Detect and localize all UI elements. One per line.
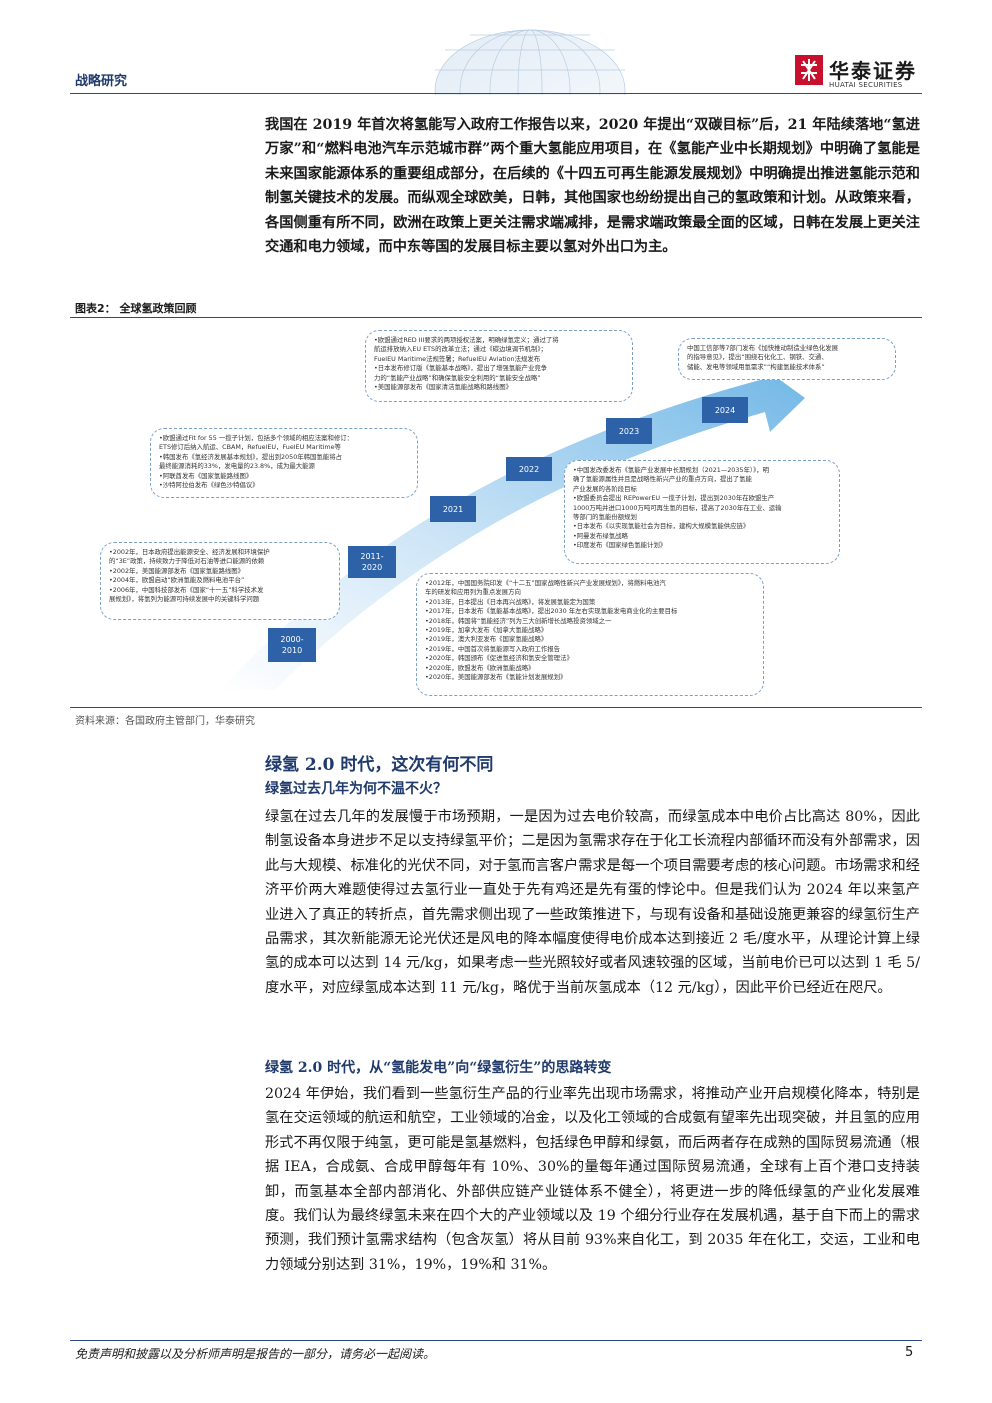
section-paragraph-2: 2024 年伊始，我们看到一些氢衍生产品的行业率先出现市场需求，将推动产业开启规… bbox=[265, 1086, 920, 1273]
timeline-arrow-icon bbox=[220, 358, 805, 690]
footer-divider bbox=[70, 1340, 922, 1341]
timeline-node-2000-2010: 2000-2010 bbox=[268, 628, 316, 662]
note-2000-2010: •2002年，日本政府提出能源安全、经济发展和环境保护 的“3E”政策，持续致力… bbox=[100, 542, 340, 620]
note-2022: •中国发改委发布《氢能产业发展中长期规划（2021—2035年）》，明 确了氢能… bbox=[564, 460, 840, 564]
figure-top-divider bbox=[70, 317, 922, 318]
footer-disclaimer: 免责声明和披露以及分析师声明是报告的一部分，请务必一起阅读。 bbox=[75, 1347, 436, 1361]
note-2021: •欧盟通过Fit for 55 一揽子计划，包括多个领域的相应法案和修订： ET… bbox=[150, 428, 418, 498]
timeline-node-2011-2020: 2011-2020 bbox=[348, 546, 396, 578]
figure-source: 资料来源：各国政府主管部门，华泰研究 bbox=[75, 716, 255, 727]
timeline-node-2021: 2021 bbox=[430, 496, 476, 522]
header-divider bbox=[70, 93, 922, 94]
timeline-node-2024: 2024 bbox=[702, 397, 748, 423]
note-2024: 中国工信部等7部门发布《加快推动制造业绿色化发展 的指导意见》，提出“围绕石化化… bbox=[678, 338, 896, 380]
huatai-logo: 华泰证券 HUATAI SECURITIES bbox=[795, 55, 925, 91]
logo-mark-icon bbox=[795, 55, 823, 85]
globe-graphic-icon bbox=[434, 29, 626, 95]
note-2011-2020: •2012年，中国国务院印发《“十二五”国家战略性新兴产业发展规划》，将燃料电池… bbox=[416, 573, 764, 696]
subsection-title-2: 绿氢 2.0 时代，从“氢能发电”向“绿氢衍生”的思路转变 bbox=[265, 1060, 612, 1076]
section-title: 绿氢 2.0 时代，这次有何不同 bbox=[265, 755, 494, 775]
section-paragraph-1: 绿氢在过去几年的发展慢于市场预期，一是因为过去电价较高，而绿氢成本中电价占比高达… bbox=[265, 809, 920, 996]
intro-paragraph: 我国在 2019 年首次将氢能写入政府工作报告以来，2020 年提出“双碳目标”… bbox=[265, 117, 920, 256]
timeline-node-2022: 2022 bbox=[506, 457, 552, 481]
subsection-title-1: 绿氢过去几年为何不温不火？ bbox=[265, 781, 447, 797]
figure-title: 图表2： 全球氢政策回顾 bbox=[75, 302, 197, 315]
report-category: 战略研究 bbox=[75, 74, 128, 89]
page-number: 5 bbox=[905, 1345, 914, 1360]
figure-bottom-divider bbox=[70, 707, 922, 708]
timeline-node-2023: 2023 bbox=[606, 418, 652, 444]
logo-text-en: HUATAI SECURITIES bbox=[829, 81, 903, 89]
note-2023: •欧盟通过RED III要求的两项授权法案，明确绿氢定义；通过了将 航运排放纳入… bbox=[365, 330, 633, 402]
logo-text-cn: 华泰证券 bbox=[829, 59, 917, 83]
policy-timeline: 2000-2010 2011-2020 2021 2022 2023 2024 … bbox=[70, 320, 922, 705]
